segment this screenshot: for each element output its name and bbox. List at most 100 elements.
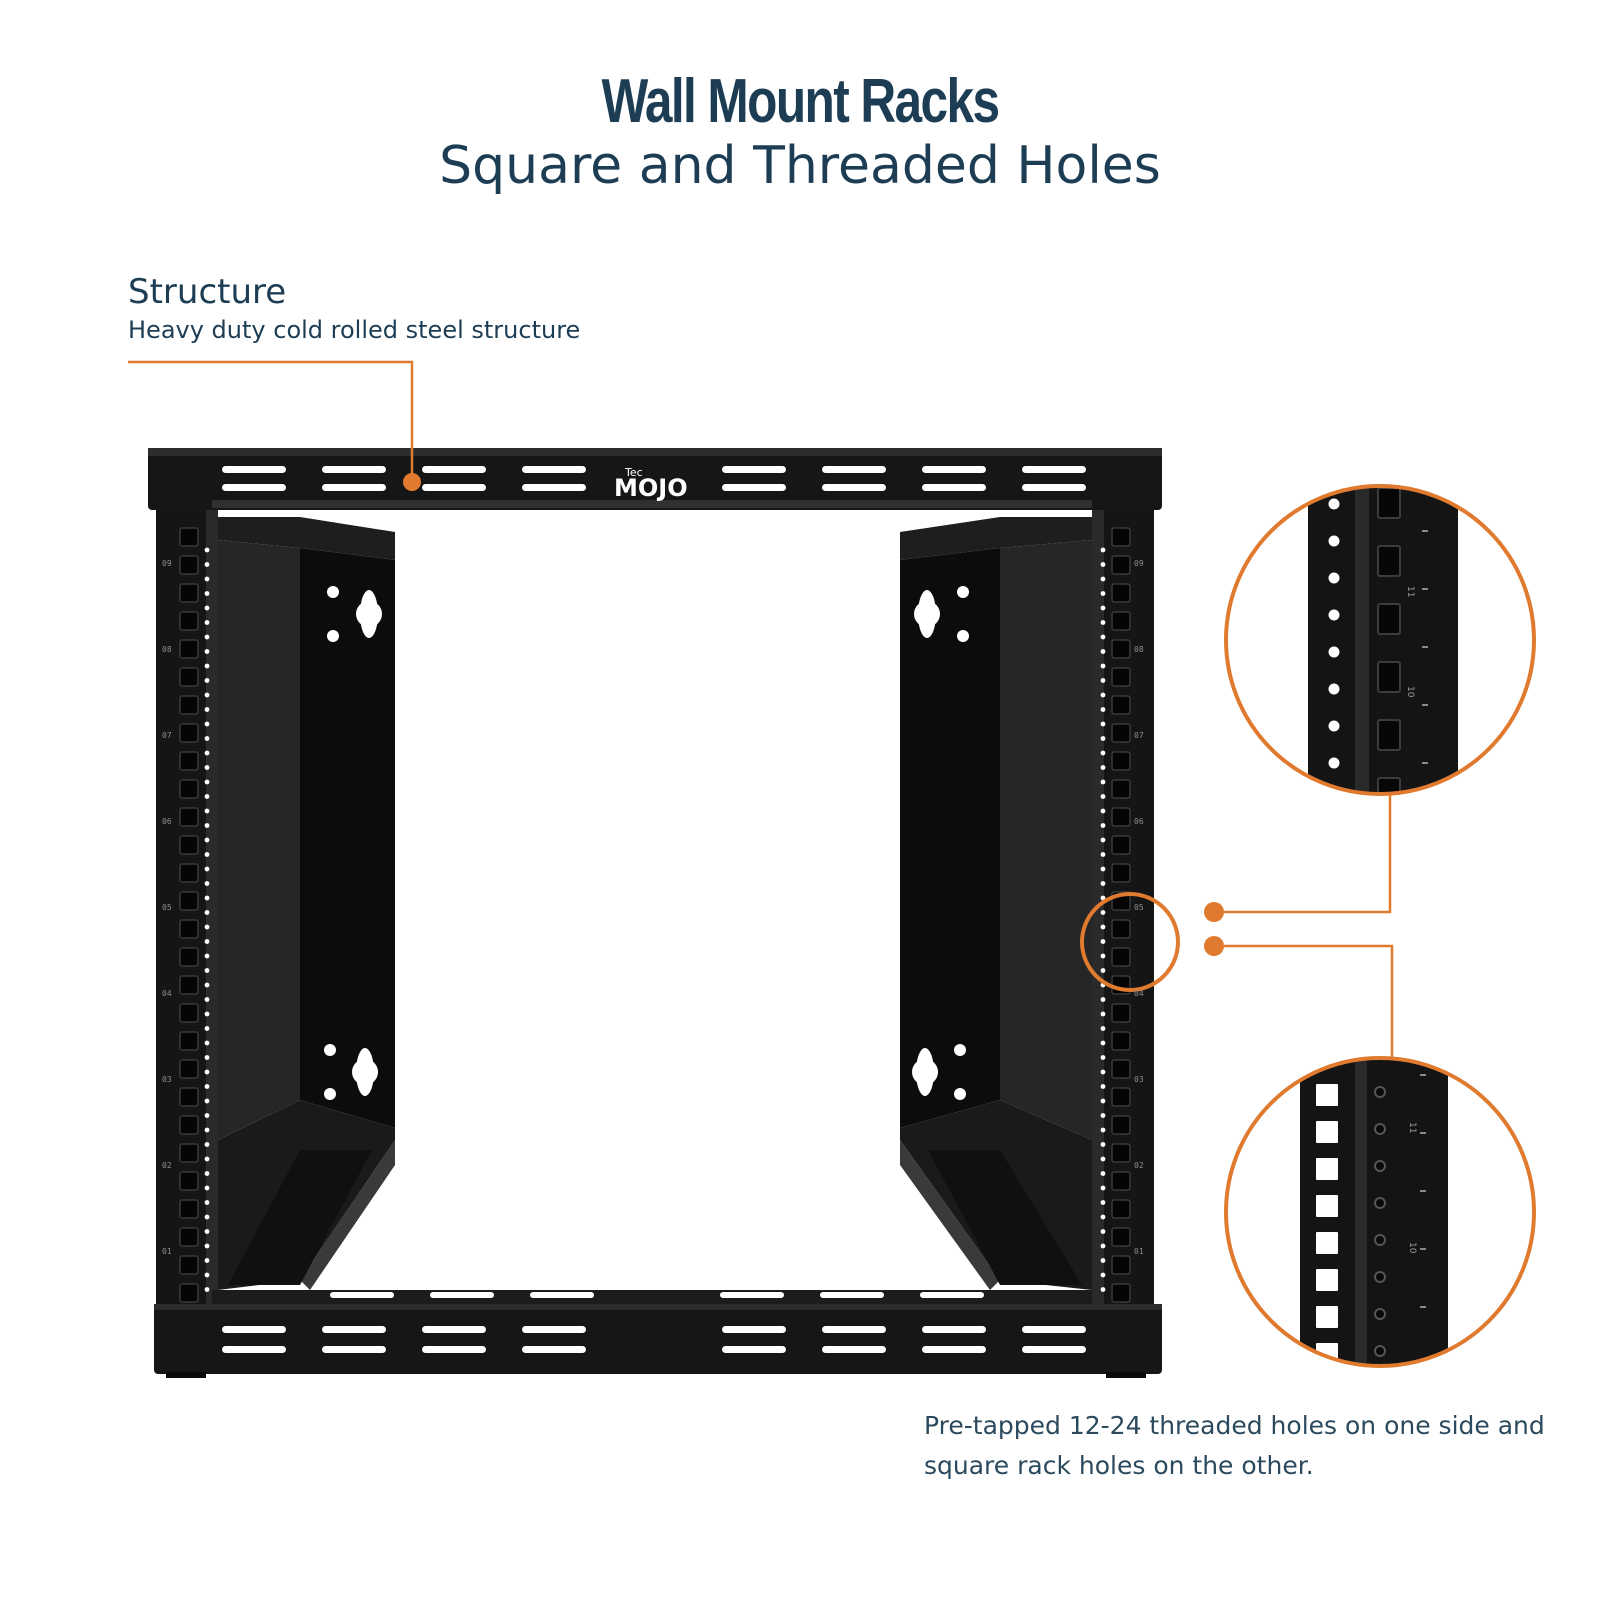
rail-square-hole — [179, 583, 199, 603]
rail-threaded-hole — [1100, 736, 1106, 741]
frame-slot — [322, 1346, 386, 1353]
frame-slot — [922, 1326, 986, 1333]
frame-slot — [522, 1346, 586, 1353]
rail-threaded-hole — [1100, 1214, 1106, 1220]
rail-threaded-hole — [204, 678, 210, 683]
rail-threaded-hole — [204, 634, 210, 640]
threaded-hole-detail — [1328, 646, 1340, 658]
square-hole-detail — [1377, 487, 1401, 519]
square-hole-detail — [1316, 1269, 1338, 1291]
rail-threaded-hole — [1100, 1026, 1106, 1031]
threaded-hole-detail — [1374, 1308, 1386, 1320]
rail-threaded-hole — [1100, 765, 1106, 770]
rail-threaded-hole — [204, 1214, 210, 1220]
rail-unit-label: 09 — [162, 559, 172, 568]
threaded-hole-detail — [1328, 498, 1340, 510]
rail-square-hole — [1111, 807, 1131, 827]
frame-slot — [722, 1326, 786, 1333]
rail-threaded-hole — [1100, 605, 1106, 611]
top-frame — [148, 448, 1162, 510]
rail-threaded-hole — [1100, 1185, 1106, 1191]
rail-square-hole — [179, 807, 199, 827]
rail-square-hole — [179, 1115, 199, 1135]
svg-text:Tec: Tec — [624, 466, 643, 479]
rail-threaded-hole — [204, 1229, 210, 1234]
frame-slot — [822, 1326, 886, 1333]
rail-threaded-hole — [204, 765, 210, 770]
rail-threaded-hole — [204, 591, 210, 596]
rail-square-hole — [179, 1059, 199, 1079]
rail-square-hole — [1111, 779, 1131, 799]
zoom-detail-square-holes: 11 10 — [1224, 1056, 1536, 1368]
threaded-hole-detail — [1328, 572, 1340, 584]
rail-threaded-hole — [1100, 750, 1106, 756]
unit-tick — [1422, 646, 1428, 648]
rail-threaded-hole — [1100, 1084, 1106, 1089]
rail-square-hole — [179, 723, 199, 743]
rail-threaded-hole — [1100, 1055, 1106, 1060]
rail-threaded-hole — [204, 823, 210, 828]
rail-threaded-hole — [204, 1026, 210, 1031]
rail-threaded-hole — [204, 663, 210, 669]
unit-tick — [1422, 530, 1428, 532]
frame-slot — [322, 484, 386, 491]
rail-threaded-hole — [1100, 576, 1106, 582]
rail-threaded-hole — [1100, 1272, 1106, 1278]
square-hole-detail — [1377, 661, 1401, 693]
rail-threaded-hole — [204, 605, 210, 611]
rail-threaded-hole — [1100, 634, 1106, 640]
rail-threaded-hole — [1100, 852, 1106, 857]
square-hole-detail — [1377, 719, 1401, 751]
rail-threaded-hole — [1100, 779, 1106, 785]
rail-square-hole — [1111, 1003, 1131, 1023]
threaded-hole-detail — [1374, 1086, 1386, 1098]
frame-slot — [922, 1346, 986, 1353]
rail-square-hole — [179, 947, 199, 967]
rail-unit-label: 09 — [1134, 559, 1144, 568]
rail-threaded-hole — [204, 852, 210, 857]
rail-threaded-hole — [1100, 1069, 1106, 1075]
rail-threaded-hole — [204, 707, 210, 712]
rail-threaded-hole — [204, 881, 210, 886]
holes-callout-description: Pre-tapped 12-24 threaded holes on one s… — [924, 1411, 1545, 1480]
rail-threaded-hole — [1100, 692, 1106, 698]
rail-threaded-hole — [1100, 1098, 1106, 1104]
unit-tick — [1420, 1364, 1426, 1366]
frame-slot — [822, 466, 886, 473]
rail-threaded-hole — [204, 736, 210, 741]
rail-square-hole — [1111, 555, 1131, 575]
frame-slot — [422, 1346, 486, 1353]
rail-threaded-hole — [204, 997, 210, 1002]
rail-square-hole — [179, 919, 199, 939]
rail-square-hole — [179, 555, 199, 575]
rail-unit-label: 02 — [1134, 1161, 1144, 1170]
rail-square-hole — [179, 975, 199, 995]
rail-threaded-hole — [1100, 1011, 1106, 1017]
rail-threaded-hole — [204, 1185, 210, 1191]
rail-threaded-hole — [1100, 808, 1106, 814]
rail-threaded-hole — [1100, 620, 1106, 625]
rail-square-hole — [1111, 639, 1131, 659]
structure-callout-description: Heavy duty cold rolled steel structure — [128, 316, 581, 344]
rail-threaded-hole — [204, 895, 210, 901]
rail-square-hole — [179, 779, 199, 799]
unit-tick — [1422, 762, 1428, 764]
rail-unit-label: 04 — [162, 989, 172, 998]
rail-square-hole — [179, 1255, 199, 1275]
rail-threaded-hole — [204, 808, 210, 814]
frame-slot — [430, 1292, 494, 1298]
rail-threaded-hole — [204, 837, 210, 843]
unit-tick — [1422, 704, 1428, 706]
rail-threaded-hole — [204, 1171, 210, 1176]
rail-square-hole — [179, 1143, 199, 1163]
rail-square-hole — [179, 639, 199, 659]
rail-threaded-hole — [1100, 997, 1106, 1002]
rail-threaded-hole — [204, 953, 210, 959]
page-subtitle: Square and Threaded Holes — [439, 136, 1161, 196]
rail-square-hole — [179, 1087, 199, 1107]
frame-slot — [330, 1292, 394, 1298]
rail-square-hole — [179, 1171, 199, 1191]
rail-square-hole — [1111, 1143, 1131, 1163]
rail-threaded-hole — [1100, 547, 1106, 553]
rail-threaded-hole — [204, 1011, 210, 1017]
